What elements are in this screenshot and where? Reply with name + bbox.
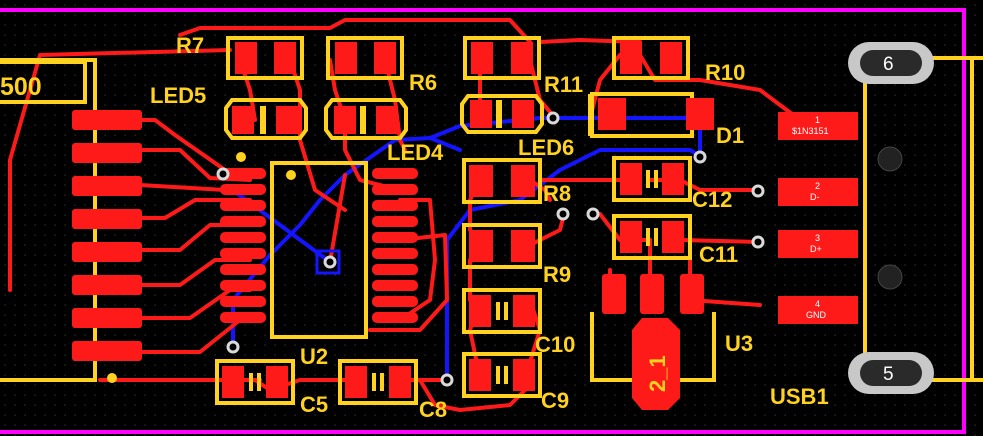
connector-pads [72, 110, 142, 361]
c5-footprint [215, 359, 295, 405]
label-led4: LED4 [387, 140, 444, 165]
label-r9: R9 [543, 262, 571, 287]
via [216, 167, 230, 181]
usb-locating-hole-upper [877, 146, 903, 172]
via [586, 207, 600, 221]
led6-footprint [460, 94, 544, 134]
c8-footprint [338, 359, 418, 405]
connector-label: 500 [0, 73, 42, 101]
usb-pad-3-shape [778, 230, 858, 258]
u3-footprint [590, 274, 716, 410]
usb-locating-hole-lower [877, 264, 903, 290]
usb-pad-4-net: GND [806, 310, 827, 320]
vias [216, 111, 765, 387]
led4-footprint [324, 98, 408, 140]
label-c8: C8 [419, 397, 447, 422]
usb-pad-2-shape [778, 178, 858, 206]
label-r10: R10 [705, 60, 745, 85]
label-r7: R7 [176, 33, 204, 58]
usb-pad-4-number: 4 [815, 299, 820, 309]
label-u3: U3 [725, 331, 753, 356]
label-r11: R11 [544, 72, 583, 97]
u2-right-pads [372, 168, 418, 323]
usb-pad-1-number: 1 [815, 115, 820, 125]
label-usb1: USB1 [770, 384, 829, 409]
regulator-pad-label: 2_1 [645, 355, 670, 392]
label-c12: C12 [692, 187, 732, 212]
label-c10: C10 [535, 332, 575, 357]
label-r8: R8 [543, 181, 571, 206]
label-r6: R6 [409, 70, 437, 95]
u2-center-via-box [315, 249, 341, 275]
label-c5: C5 [300, 392, 328, 417]
usb-pad-1-net: $1N3151 [792, 126, 829, 136]
r10-footprint [612, 36, 690, 80]
led5-footprint [224, 98, 308, 140]
usb-pad-2-net: D- [810, 192, 820, 202]
u2-left-pads [220, 168, 266, 323]
usb-pad-3-net: D+ [810, 244, 822, 254]
label-c9: C9 [541, 388, 569, 413]
u2-ic [220, 161, 418, 339]
via [323, 255, 337, 269]
c10-footprint [462, 288, 542, 334]
usb-slot-upper-number: 6 [883, 54, 894, 75]
usb-pad-3-number: 3 [815, 233, 820, 243]
r7-footprint [226, 36, 304, 80]
via [693, 150, 707, 164]
label-d1: D1 [716, 123, 744, 148]
u2-pin1-dot [286, 170, 296, 180]
usb-pad-1-shape [778, 112, 858, 140]
via [751, 184, 765, 198]
left-connector: 500 [0, 58, 142, 383]
c11-footprint [612, 214, 692, 260]
via [751, 235, 765, 249]
via [556, 207, 570, 221]
label-u2: U2 [300, 344, 328, 369]
c12-footprint [612, 156, 692, 202]
connector-pin1-dot [107, 373, 117, 383]
c9-footprint [462, 352, 542, 398]
r8-footprint [462, 158, 542, 204]
label-c11: C11 [699, 242, 738, 267]
usb-slot-lower-number: 5 [883, 364, 894, 385]
via [546, 111, 560, 125]
usb-pad-4-shape [778, 296, 858, 324]
footprints [215, 36, 716, 410]
usb-shield-slot-upper-hole [860, 50, 922, 76]
r9-footprint [462, 223, 542, 269]
r11-footprint [463, 36, 541, 80]
usb-pad-2-number: 2 [815, 181, 820, 191]
board-outline [0, 8, 966, 434]
label-led5: LED5 [150, 83, 206, 108]
d1-footprint [588, 92, 714, 138]
led5-polarity-dot [236, 152, 246, 162]
u2-body-outline [270, 161, 368, 339]
via [226, 340, 240, 354]
usb1-connector [778, 42, 983, 394]
usb-shield-slot-lower-hole [860, 360, 922, 386]
label-led6: LED6 [518, 135, 574, 160]
r6-footprint [326, 36, 404, 80]
via [440, 373, 454, 387]
